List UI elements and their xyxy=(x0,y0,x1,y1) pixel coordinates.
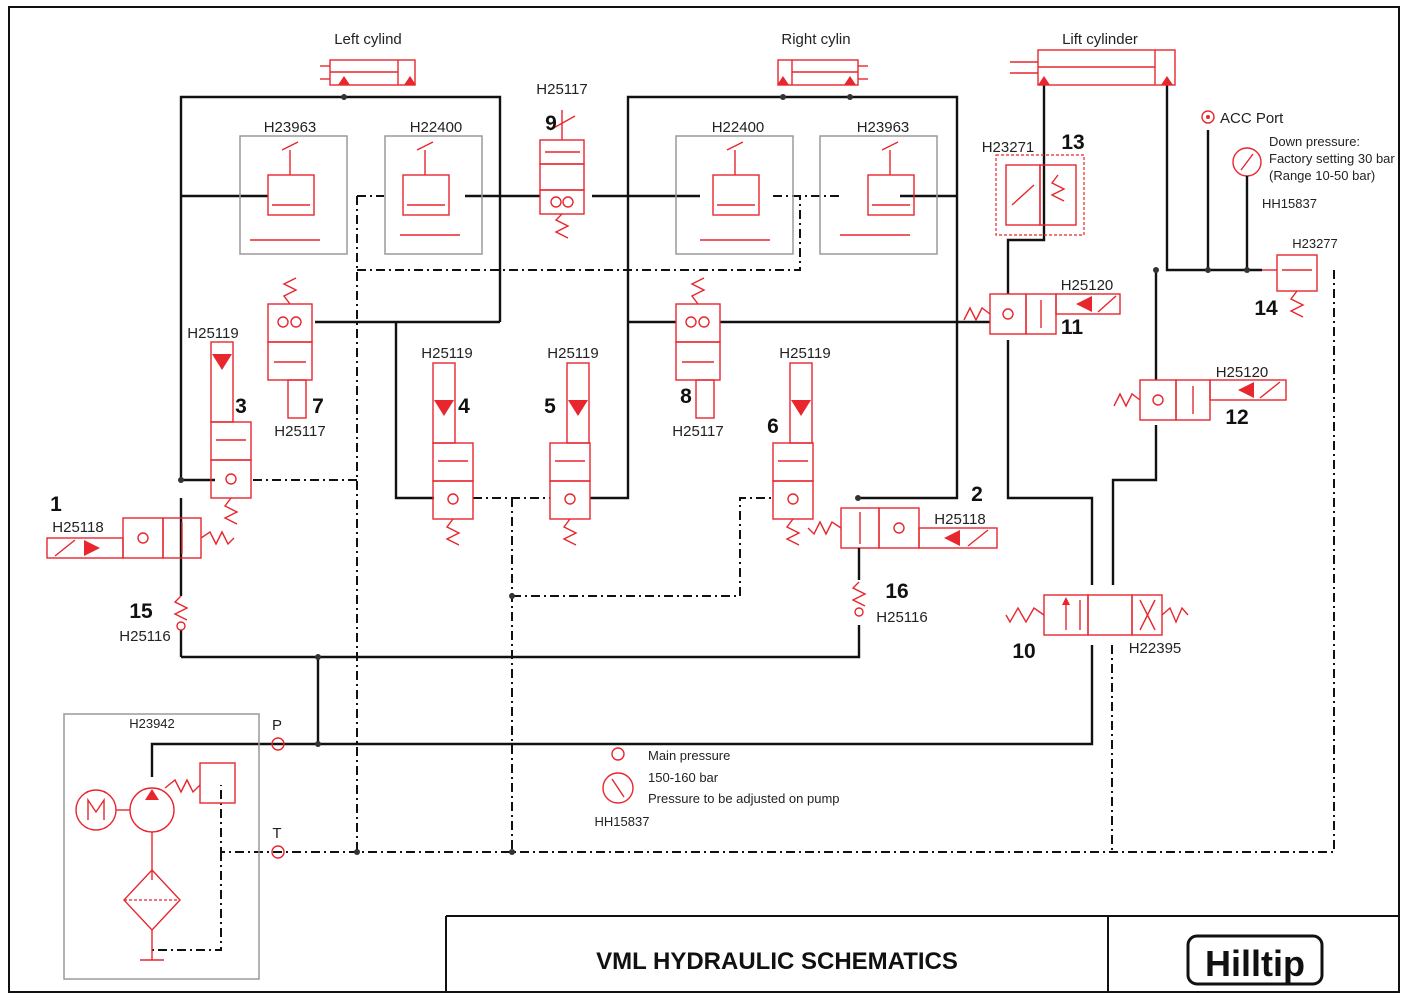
component-number-9: 9 xyxy=(545,112,557,135)
check-valve-15: 15 H25116 xyxy=(119,595,189,645)
down-pressure-line3: (Range 10-50 bar) xyxy=(1269,168,1375,183)
valve-4: H25119 4 xyxy=(421,345,474,546)
drawing-title: VML HYDRAULIC SCHEMATICS xyxy=(596,948,958,975)
junction-dots xyxy=(178,94,1250,855)
valve-9: H25117 9 xyxy=(536,81,588,239)
port-t-label: T xyxy=(272,825,281,842)
valve-13: H23271 13 xyxy=(982,131,1085,236)
main-pressure-line3: Pressure to be adjusted on pump xyxy=(648,791,840,806)
part-h25119-5: H25119 xyxy=(547,345,598,362)
left-cylinder: Left cylind xyxy=(320,31,416,86)
part-h25118-1: H25118 xyxy=(52,519,103,536)
component-number-4: 4 xyxy=(458,395,470,418)
valve-6: H25119 6 xyxy=(767,345,831,546)
part-h22400-left: H22400 xyxy=(410,119,463,136)
part-h23963-right: H23963 xyxy=(857,119,910,136)
right-cylinder: Right cylin xyxy=(777,31,868,86)
part-h25120-12: H25120 xyxy=(1216,364,1269,381)
valve-8: 8 H25117 xyxy=(672,277,724,440)
drain-lines xyxy=(152,195,1335,951)
main-pressure-gauge: Main pressure 150-160 bar Pressure to be… xyxy=(595,747,840,829)
valve-block-right: H22400 H23963 xyxy=(675,119,938,255)
part-h25118-2: H25118 xyxy=(934,511,985,528)
part-h25116-16: H25116 xyxy=(876,609,927,626)
component-number-1: 1 xyxy=(50,493,62,516)
power-unit: H23942 P T xyxy=(63,713,285,980)
acc-port-label: ACC Port xyxy=(1220,110,1284,127)
part-h25119-3: H25119 xyxy=(187,325,238,342)
drawing-frame xyxy=(8,6,1400,993)
valve-11: H25120 11 xyxy=(963,277,1121,339)
component-number-11: 11 xyxy=(1061,316,1084,339)
valve-3: H25119 3 xyxy=(187,325,252,525)
gauge-part-top: HH15837 xyxy=(1262,196,1317,211)
valve-14: H23277 14 xyxy=(1254,236,1337,320)
down-pressure-gauge: Down pressure: Factory setting 30 bar (R… xyxy=(1232,134,1395,211)
part-h22395: H22395 xyxy=(1129,640,1182,657)
down-pressure-line2: Factory setting 30 bar xyxy=(1269,151,1395,166)
component-number-14: 14 xyxy=(1254,297,1278,320)
acc-port: ACC Port xyxy=(1201,110,1284,127)
hilltip-logo: Hilltip xyxy=(1205,943,1305,984)
component-number-2: 2 xyxy=(971,483,983,506)
part-h25117-8: H25117 xyxy=(672,423,723,440)
component-number-7: 7 xyxy=(312,395,324,418)
part-h25120-11: H25120 xyxy=(1061,277,1114,294)
component-number-15: 15 xyxy=(129,600,153,623)
part-h23271: H23271 xyxy=(982,139,1035,156)
component-number-6: 6 xyxy=(767,415,779,438)
right-cylinder-label: Right cylin xyxy=(781,31,850,48)
main-pressure-line2: 150-160 bar xyxy=(648,770,719,785)
component-number-12: 12 xyxy=(1225,406,1248,429)
component-number-13: 13 xyxy=(1061,131,1084,154)
pressure-lines xyxy=(150,85,1262,777)
component-number-10: 10 xyxy=(1012,640,1035,663)
part-h23277: H23277 xyxy=(1292,236,1338,251)
valve-2: 2 H25118 xyxy=(807,483,998,549)
valve-5: H25119 5 xyxy=(544,345,599,546)
part-h23942: H23942 xyxy=(129,716,175,731)
valve-12: H25120 12 xyxy=(1113,364,1287,429)
lift-cylinder-label: Lift cylinder xyxy=(1062,31,1138,48)
down-pressure-line1: Down pressure: xyxy=(1269,134,1360,149)
lift-cylinder: Lift cylinder xyxy=(1010,31,1176,86)
main-pressure-line1: Main pressure xyxy=(648,748,730,763)
valve-7: 7 H25117 xyxy=(267,277,326,440)
valve-1: 1 H25118 xyxy=(46,493,235,559)
valve-10: 10 H22395 xyxy=(1005,594,1189,663)
part-h25119-6: H25119 xyxy=(779,345,830,362)
logo-box xyxy=(1186,934,1324,986)
component-number-8: 8 xyxy=(680,385,692,408)
component-number-5: 5 xyxy=(544,395,556,418)
part-h25117-9: H25117 xyxy=(536,81,587,98)
part-h22400-right: H22400 xyxy=(712,119,765,136)
part-h25117-7: H25117 xyxy=(274,423,325,440)
left-cylinder-label: Left cylind xyxy=(334,31,402,48)
part-h25119-4: H25119 xyxy=(421,345,472,362)
port-p-label: P xyxy=(272,717,282,734)
part-h25116-15: H25116 xyxy=(119,628,170,645)
check-valve-16: 16 H25116 xyxy=(851,548,928,626)
component-number-3: 3 xyxy=(235,395,247,418)
component-number-16: 16 xyxy=(885,580,908,603)
gauge-part-main: HH15837 xyxy=(595,814,650,829)
part-h23963-left: H23963 xyxy=(264,119,317,136)
title-block: VML HYDRAULIC SCHEMATICS Hilltip xyxy=(445,915,1399,992)
valve-block-left: H23963 H22400 xyxy=(239,119,483,255)
